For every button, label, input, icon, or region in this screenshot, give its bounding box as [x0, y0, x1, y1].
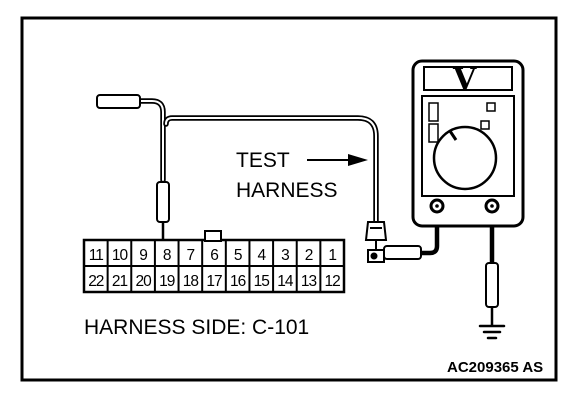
- harness-plug-left: [96, 94, 141, 109]
- connector-bottom-row: 22 21 20 19 18 17 16 15 14 13 12: [88, 266, 341, 292]
- meter-mode-label: V: [452, 62, 477, 97]
- connector-pin-3: 3: [281, 247, 289, 264]
- connector-pin-16: 16: [230, 273, 246, 290]
- connector-pin-1: 1: [328, 247, 336, 264]
- connector-pin-11: 11: [89, 247, 103, 264]
- pointer-arrow: [307, 154, 368, 166]
- connector-pin-12: 12: [325, 273, 341, 290]
- connector-pin-7: 7: [187, 247, 195, 264]
- connector-pin-13: 13: [301, 273, 317, 290]
- label-harness-side: HARNESS SIDE: C-101: [84, 316, 309, 339]
- connector-pin-14: 14: [277, 273, 294, 290]
- voltmeter-icon: V: [411, 59, 525, 228]
- connector-pin-2: 2: [305, 247, 313, 264]
- connector-pin-21: 21: [112, 273, 128, 290]
- connector-pin-17: 17: [206, 273, 222, 290]
- ground-icon: [478, 324, 506, 340]
- harness-clip: [364, 221, 422, 263]
- backprobe-pin-8: [156, 181, 170, 242]
- connector-pin-5: 5: [234, 247, 242, 264]
- connector-pin-22: 22: [88, 273, 104, 290]
- test-harness-wires: [135, 98, 495, 267]
- connector-pin-10: 10: [112, 247, 129, 264]
- figure-code: AC209365 AS: [447, 359, 543, 376]
- connector-pin-9: 9: [139, 247, 147, 264]
- connector-pin-15: 15: [254, 273, 270, 290]
- connector-pin-19: 19: [159, 273, 175, 290]
- connector-pin-20: 20: [135, 273, 152, 290]
- connector-pin-6: 6: [210, 247, 218, 264]
- ground-probe: [485, 262, 499, 325]
- connector-pin-4: 4: [257, 247, 266, 264]
- selector-dial: [432, 125, 498, 191]
- connector-pin-8: 8: [163, 247, 171, 264]
- label-harness: HARNESS: [236, 179, 338, 202]
- label-test: TEST: [236, 149, 290, 172]
- connector-pin-18: 18: [183, 273, 199, 290]
